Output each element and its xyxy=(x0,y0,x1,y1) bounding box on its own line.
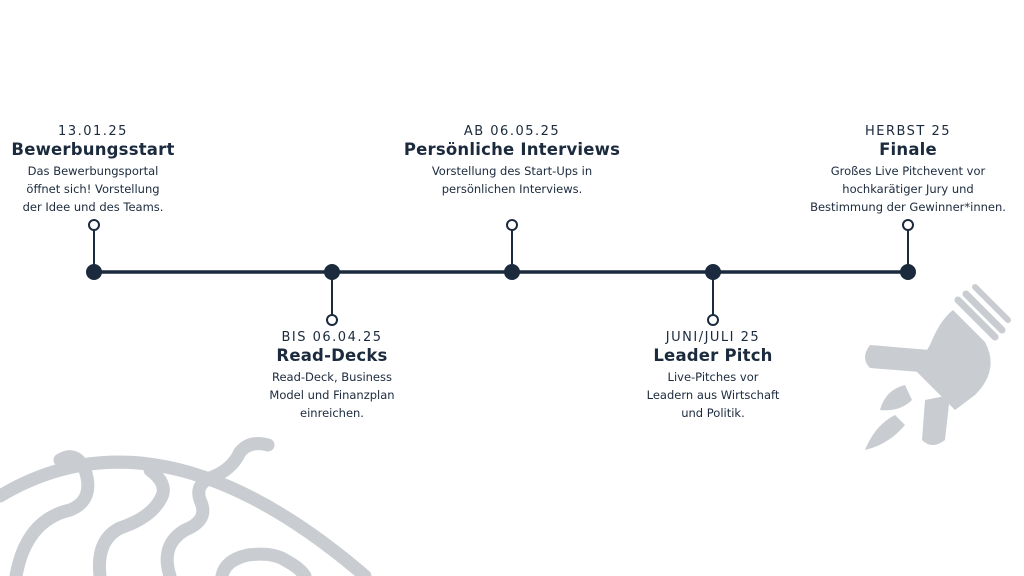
milestone-date: BIS 06.04.25 xyxy=(281,330,383,345)
timeline-node xyxy=(504,264,520,280)
milestone-description: Read-Deck, Business Model und Finanzplan… xyxy=(269,370,395,420)
timeline-node xyxy=(86,264,102,280)
milestone-description: Vorstellung des Start-Ups in persönliche… xyxy=(431,164,593,196)
timeline-ring-marker xyxy=(506,219,518,231)
milestone-date: AB 06.05.25 xyxy=(463,124,561,139)
milestone-bewerbungsstart: 13.01.25 Bewerbungsstart Das Bewerbungsp… xyxy=(0,124,208,216)
timeline-ring-marker xyxy=(88,219,100,231)
timeline-node xyxy=(324,264,340,280)
timeline-ring-marker xyxy=(326,314,338,326)
milestone-date: HERBST 25 xyxy=(864,124,952,139)
timeline-ring-marker xyxy=(707,314,719,326)
milestone-description: Großes Live Pitchevent vor hochkarätiger… xyxy=(810,164,1006,214)
timeline-ring-marker xyxy=(902,219,914,231)
milestone-description: Live-Pitches vor Leadern aus Wirtschaft … xyxy=(646,370,780,420)
milestone-title: Finale xyxy=(879,140,937,159)
milestone-read-decks: BIS 06.04.25 Read-Decks Read-Deck, Busin… xyxy=(217,330,447,422)
timeline-node xyxy=(900,264,916,280)
milestone-title: Leader Pitch xyxy=(653,346,773,365)
milestone-title: Read-Decks xyxy=(276,346,388,365)
milestone-title: Persönliche Interviews xyxy=(403,140,621,159)
milestone-persoenliche-interviews: AB 06.05.25 Persönliche Interviews Vorst… xyxy=(382,124,642,198)
milestone-description: Das Bewerbungsportal öffnet sich! Vorste… xyxy=(22,164,164,214)
milestone-finale: HERBST 25 Finale Großes Live Pitchevent … xyxy=(788,124,1024,216)
milestone-date: JUNI/JULI 25 xyxy=(665,330,761,345)
timeline-node xyxy=(705,264,721,280)
milestone-leader-pitch: JUNI/JULI 25 Leader Pitch Live-Pitches v… xyxy=(598,330,828,422)
milestone-title: Bewerbungsstart xyxy=(11,140,175,159)
milestone-date: 13.01.25 xyxy=(58,124,128,139)
